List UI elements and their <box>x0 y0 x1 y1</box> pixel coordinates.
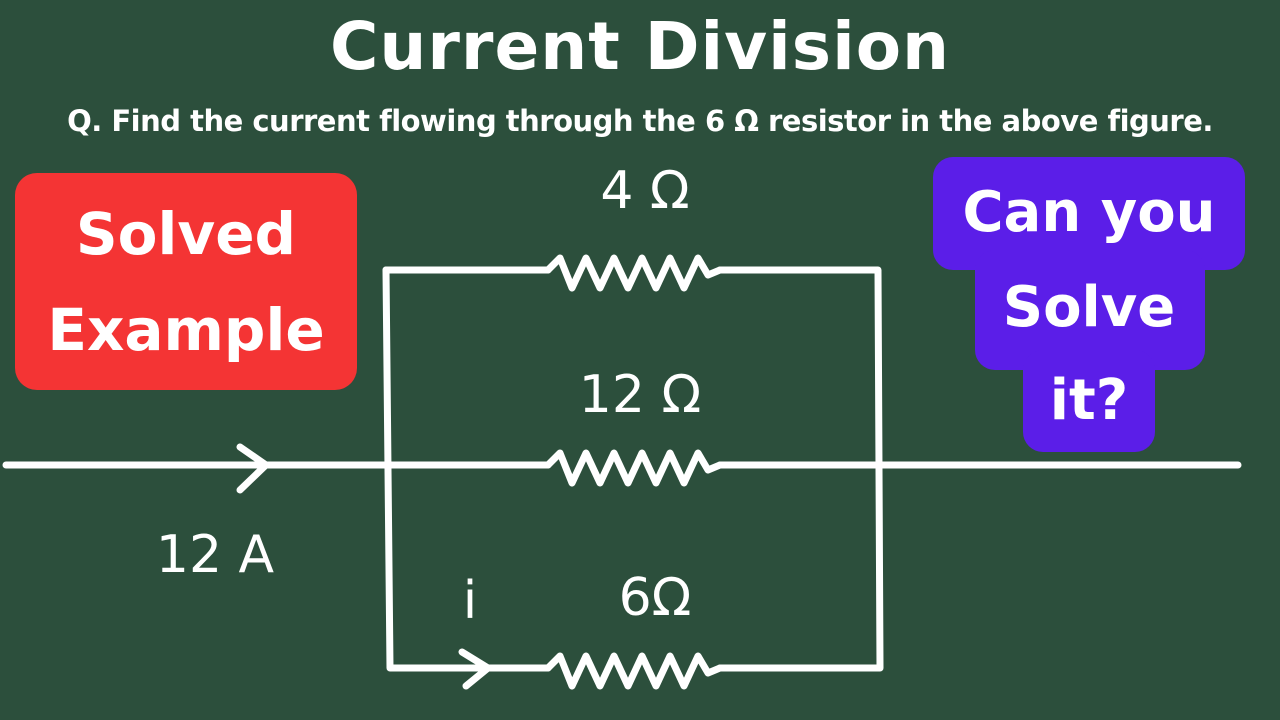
resistor-label: 6Ω <box>619 568 692 628</box>
arrow-main-icon <box>236 443 270 494</box>
source-current-label: 12 A <box>156 525 275 585</box>
resistor-label: 4 Ω <box>600 161 689 221</box>
resistor-12-ohm <box>544 449 724 487</box>
page-title: Current Division <box>329 8 951 85</box>
wire-right <box>716 266 884 672</box>
branch-current-label: i <box>463 571 477 631</box>
resistor-label: 12 Ω <box>579 365 701 425</box>
resistor-4-ohm <box>544 254 724 292</box>
badge-line: it? <box>1049 368 1129 433</box>
question-text: Q. Find the current flowing through the … <box>67 104 1213 138</box>
badge-line: Example <box>47 295 325 364</box>
solved-example-badge: Solved Example <box>15 173 357 390</box>
wire-left <box>382 266 552 672</box>
badge-line: Solve <box>1002 275 1176 340</box>
resistor-6-ohm <box>544 652 724 690</box>
badge-bg <box>1023 350 1155 452</box>
badge-line: Can you <box>962 180 1216 245</box>
arrow-branch-icon <box>458 648 492 690</box>
badge-line: Solved <box>75 199 297 268</box>
